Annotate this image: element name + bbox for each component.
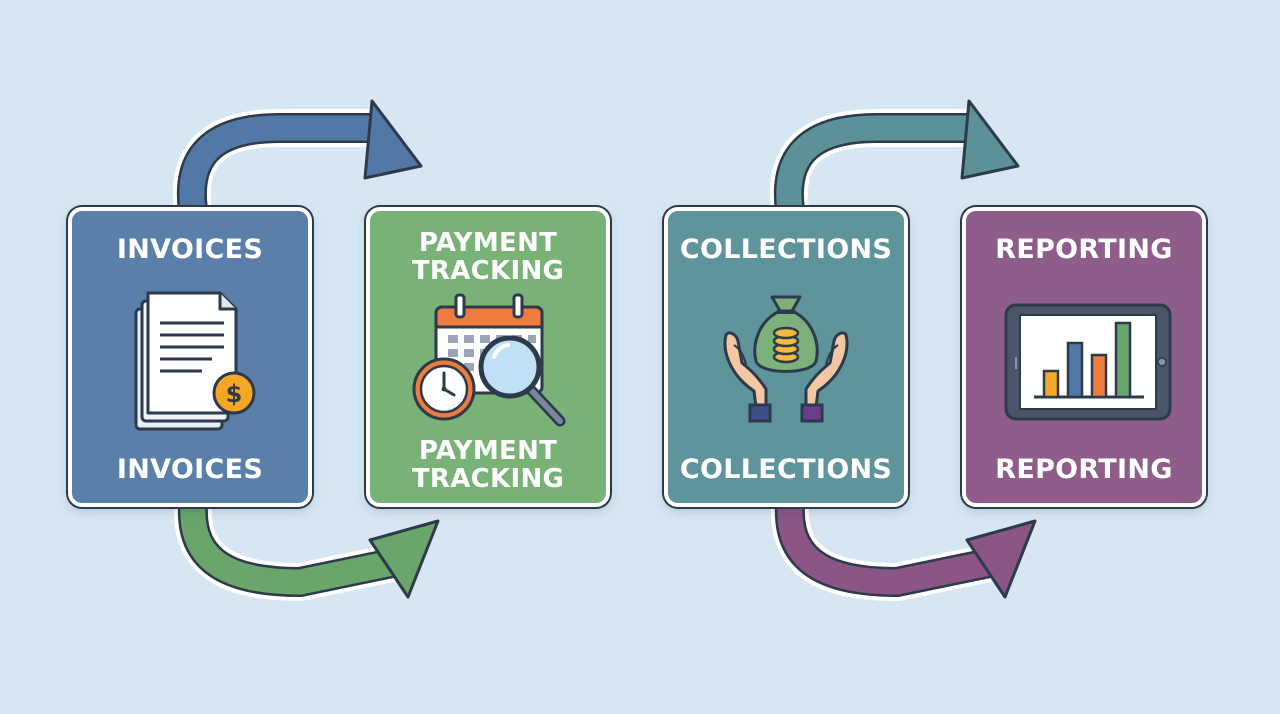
hands-money-bag-icon (723, 295, 849, 423)
payment-tracking-title: PAYMENT TRACKING (370, 229, 606, 285)
reporting-card: REPORTING REPORTING (962, 207, 1206, 507)
collections-to-reporting-top-arrow (769, 99, 1020, 213)
calendar-clock-magnifier-icon (412, 293, 566, 427)
svg-text:$: $ (226, 380, 243, 408)
reporting-caption: REPORTING (995, 454, 1173, 485)
invoice-documents-dollar-icon: $ (134, 291, 256, 431)
invoices-to-payment-bottom-arrow (173, 505, 440, 601)
invoices-title: INVOICES (116, 234, 264, 265)
payment-tracking-title-line-2: TRACKING (411, 256, 565, 286)
collections-to-reporting-bottom-arrow (770, 505, 1037, 601)
collections-title: COLLECTIONS (679, 234, 893, 265)
invoices-to-payment-top-arrow (172, 99, 423, 213)
payment-tracking-caption: PAYMENT TRACKING (370, 437, 606, 493)
invoices-card: INVOICES $ INVOICES (68, 207, 312, 507)
payment-tracking-title-line-1: PAYMENT (418, 228, 558, 258)
payment-tracking-caption-line-2: TRACKING (411, 464, 565, 494)
payment-tracking-card: PAYMENT TRACKING PAYMENT TRACK (366, 207, 610, 507)
collections-caption: COLLECTIONS (679, 454, 893, 485)
invoices-caption: INVOICES (116, 454, 264, 485)
payment-tracking-caption-line-1: PAYMENT (418, 436, 558, 466)
tablet-bar-chart-icon (1004, 303, 1172, 421)
reporting-title: REPORTING (995, 234, 1173, 265)
collections-card: COLLECTIONS COLLECTIONS (664, 207, 908, 507)
